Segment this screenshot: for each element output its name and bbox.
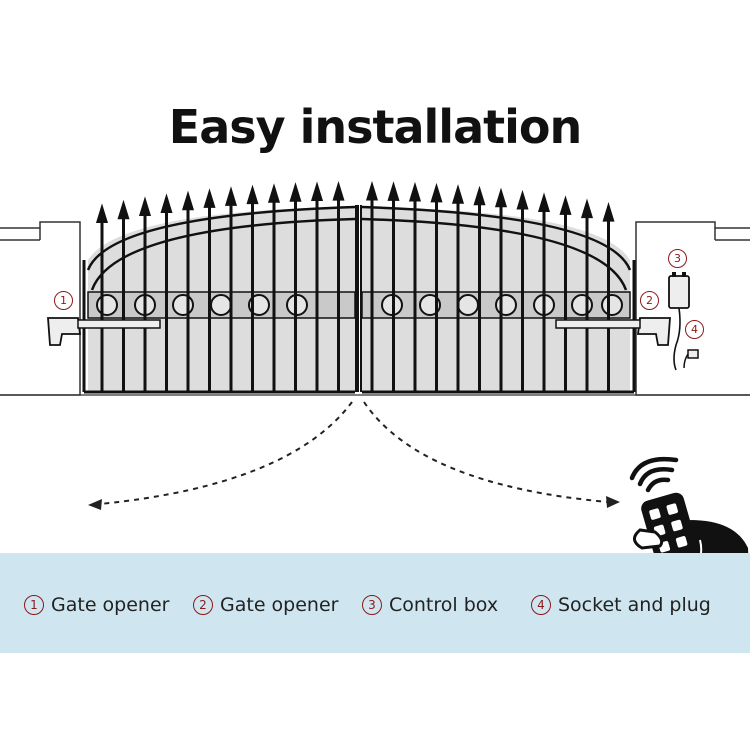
marker-2: 2 (640, 291, 659, 310)
spear-tip (537, 192, 551, 213)
spear-tip (430, 182, 443, 203)
spear-tip (117, 199, 130, 220)
legend-item-socket-and-plug: 4 Socket and plug (531, 594, 711, 616)
page-title: Easy installation (168, 100, 582, 154)
marker-3: 3 (668, 249, 687, 268)
legend-number: 4 (531, 595, 551, 615)
legend-label: Control box (389, 594, 499, 616)
legend-item-gate-opener-2: 2 Gate opener (193, 594, 338, 616)
wifi-signal-icon (629, 456, 679, 493)
spear-tip (451, 184, 465, 204)
gate-ornament-circle (601, 294, 623, 316)
legend-number: 3 (362, 595, 382, 615)
legend-number: 2 (193, 595, 213, 615)
control-box-icon (668, 272, 690, 371)
legend-label: Gate opener (220, 594, 339, 616)
spear-tip (602, 202, 615, 222)
gate-ornament-circle (96, 294, 118, 316)
spear-tip (332, 180, 345, 201)
socket-plug-icon (683, 349, 699, 369)
gate-ornament-circle (210, 294, 232, 316)
spear-tip (289, 182, 302, 202)
spear-tip (473, 185, 486, 206)
spear-tip (559, 195, 572, 215)
gate-ornament-circle (495, 294, 517, 316)
spear-tip (224, 186, 238, 206)
spear-tip (580, 198, 594, 219)
spear-tip (494, 187, 508, 208)
marker-1: 1 (54, 291, 73, 310)
legend-label: Socket and plug (558, 594, 711, 616)
spear-tip (246, 184, 259, 205)
spear-tip (408, 181, 422, 202)
spear-tip (267, 183, 281, 203)
spear-tip (95, 203, 109, 223)
gate-opener-right (555, 317, 671, 346)
spear-tip (310, 181, 324, 202)
gate-ornament-circle (457, 294, 479, 316)
spear-tip (387, 181, 400, 201)
legend-item-control-box: 3 Control box (362, 594, 498, 616)
spear-tip (365, 180, 379, 201)
spear-tip (203, 188, 216, 208)
swing-arrows (99, 401, 609, 505)
gate-ornament-circle (571, 294, 593, 316)
spear-tip (181, 190, 195, 211)
marker-4: 4 (685, 320, 704, 339)
spear-tip (516, 189, 529, 210)
gate-opener-left (47, 317, 161, 346)
legend-number: 1 (24, 595, 44, 615)
spear-tip (138, 196, 152, 216)
gate-ornament-circle (172, 294, 194, 316)
spear-tip (160, 193, 173, 213)
legend-label: Gate opener (51, 594, 170, 616)
legend-item-gate-opener-1: 1 Gate opener (24, 594, 169, 616)
